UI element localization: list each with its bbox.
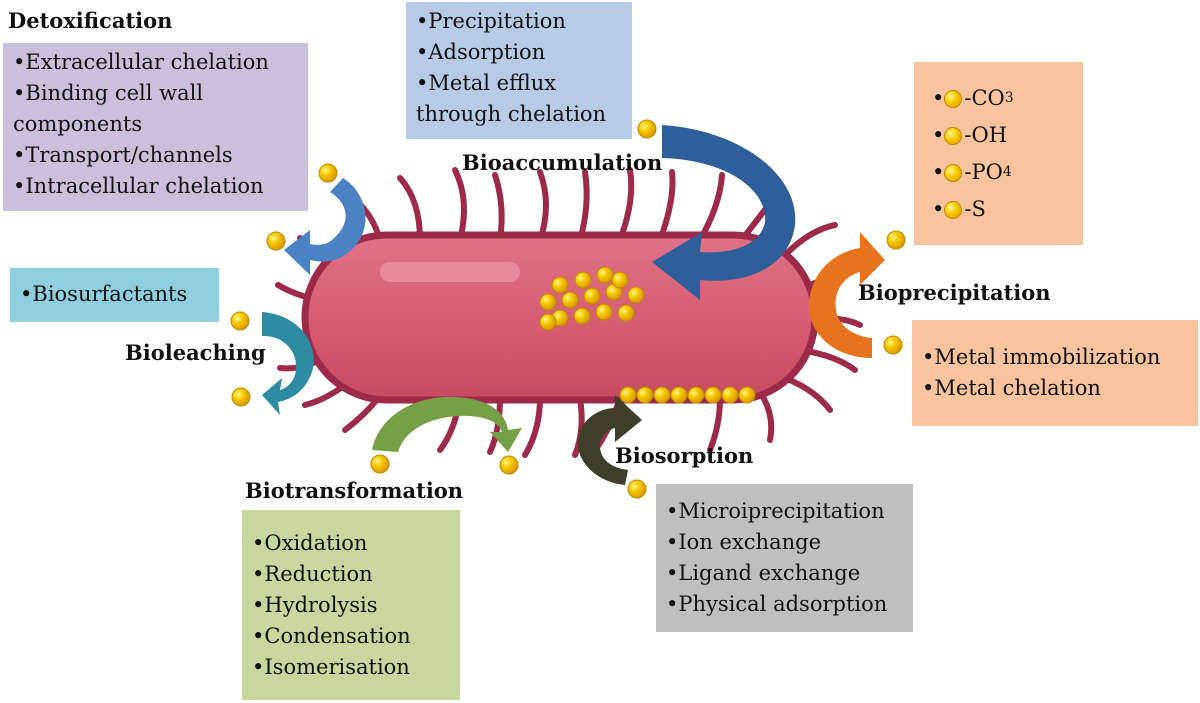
biosorp-item: Ligand exchange (666, 558, 903, 589)
detox-item: Intracellular chelation (13, 171, 298, 202)
group-base: -CO (964, 86, 1005, 110)
bioaccumulation-box: Precipitation Adsorption Metal efflux th… (406, 2, 632, 139)
arrow-biosorption (577, 395, 642, 485)
group-item: -PO4 (932, 154, 1073, 191)
metal-dot-icon (944, 163, 963, 182)
free-metal-dots (230, 119, 906, 499)
bioacc-item: Metal efflux through chelation (416, 68, 622, 130)
biotrans-item: Oxidation (252, 528, 450, 559)
biosorption-box: Microiprecipitation Ion exchange Ligand … (656, 484, 913, 632)
group-item: -OH (932, 117, 1073, 154)
metal-dot-icon (944, 126, 963, 145)
biotrans-item: Reduction (252, 559, 450, 590)
surface-metal-row (619, 386, 756, 404)
bioleach-item: Biosurfactants (20, 279, 209, 310)
heading-detoxification: Detoxification (8, 8, 173, 33)
arrow-biotransformation (372, 396, 522, 452)
heading-biosorption: Biosorption (615, 443, 754, 468)
detox-item: Extracellular chelation (13, 47, 298, 78)
chemical-groups-box: -CO3 -OH -PO4 -S (914, 62, 1083, 245)
detoxification-box: Extracellular chelation Binding cell wal… (3, 43, 308, 211)
group-base: -PO (964, 160, 1003, 184)
heading-bioaccumulation: Bioaccumulation (462, 150, 663, 175)
arrow-bioleaching (262, 312, 314, 415)
biosorp-item: Physical adsorption (666, 589, 903, 620)
group-sub: 3 (1004, 90, 1014, 106)
biosorp-item: Ion exchange (666, 527, 903, 558)
heading-biotransformation: Biotransformation (245, 478, 464, 503)
group-item: -CO3 (932, 80, 1073, 117)
detox-item: Transport/channels (13, 140, 298, 171)
bacterium-highlight (380, 262, 520, 282)
heading-bioleaching: Bioleaching (125, 340, 266, 365)
metal-cluster (539, 266, 645, 331)
arrow-detoxification (284, 178, 366, 275)
biotrans-item: Isomerisation (252, 652, 450, 683)
metal-dot-icon (944, 200, 963, 219)
detox-item: Binding cell wall components (13, 78, 298, 140)
group-base: -S (964, 197, 986, 221)
group-item: -S (932, 191, 1073, 228)
metal-dot-icon (944, 89, 963, 108)
biotransformation-box: Oxidation Reduction Hydrolysis Condensat… (242, 510, 460, 700)
bioprecip-item: Metal chelation (922, 373, 1188, 404)
heading-bioprecipitation: Bioprecipitation (858, 280, 1051, 305)
bioleaching-box: Biosurfactants (10, 268, 219, 322)
biosorp-item: Microiprecipitation (666, 496, 903, 527)
biotrans-item: Hydrolysis (252, 590, 450, 621)
bioacc-item: Precipitation (416, 6, 622, 37)
bioprecipitation-box: Metal immobilization Metal chelation (912, 320, 1198, 426)
biotrans-item: Condensation (252, 621, 450, 652)
arrow-bioaccumulation (652, 125, 796, 300)
group-base: -OH (964, 123, 1008, 147)
group-sub: 4 (1002, 164, 1012, 180)
bioacc-item: Adsorption (416, 37, 622, 68)
bioprecip-item: Metal immobilization (922, 342, 1188, 373)
arrow-bioprecipitation (809, 232, 885, 358)
